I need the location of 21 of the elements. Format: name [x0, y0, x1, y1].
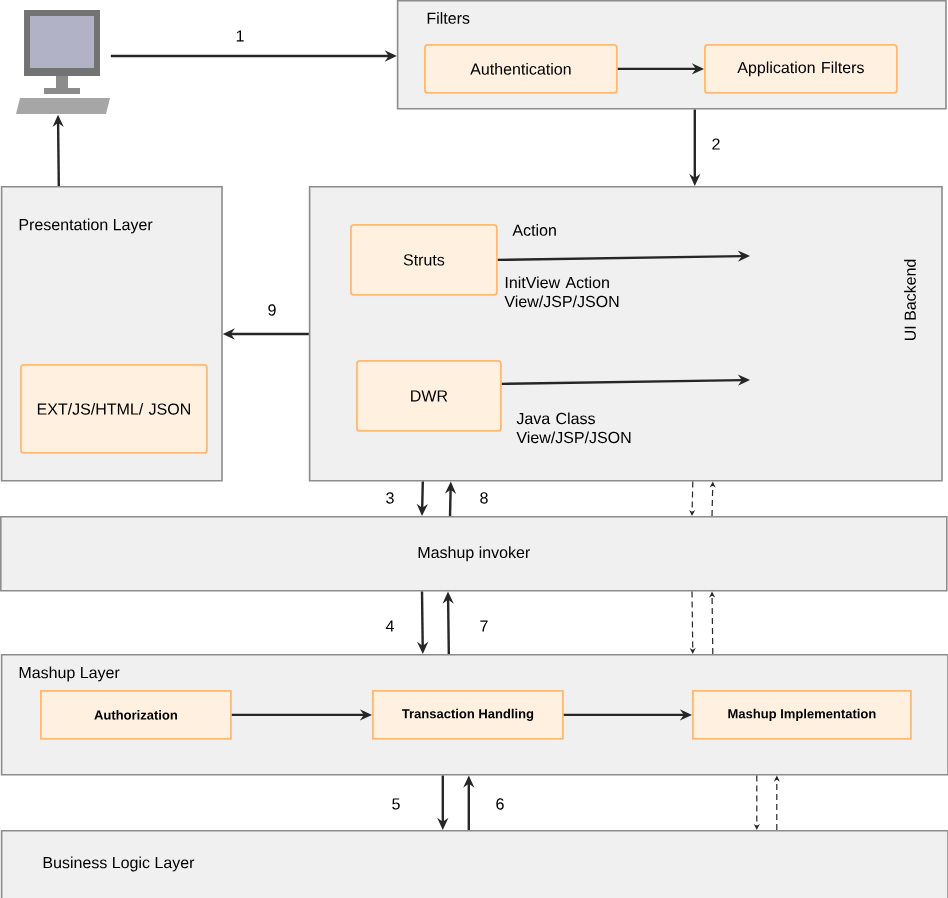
edge-label: 5 — [392, 798, 400, 810]
process-box: EXT/JS/HTML/ JSON — [20, 364, 208, 454]
edge-label: Action — [512, 224, 556, 236]
process-box: Authentication — [424, 44, 618, 94]
edge-label: 1 — [236, 30, 244, 42]
process-box: Struts — [350, 224, 498, 296]
annotation-text: InitView Action View/JSP/JSON — [504, 276, 619, 308]
edge-label: 4 — [385, 620, 394, 632]
computer-drawing — [16, 10, 110, 114]
process-box: DWR — [356, 360, 502, 432]
arrow — [689, 481, 696, 516]
edge-label: Java Class View/JSP/JSON — [516, 412, 631, 444]
edge-label: 6 — [496, 798, 504, 810]
layer-band: Mashup invoker — [0, 516, 948, 592]
edge-label: 2 — [712, 138, 720, 150]
layer-box: Business Logic Layer — [0, 830, 948, 898]
edge-label: 3 — [386, 492, 394, 504]
process-box: Application Filters — [704, 44, 898, 94]
edge-label: 7 — [480, 620, 488, 632]
edge-label: 8 — [480, 492, 488, 504]
edge-label: 9 — [268, 304, 276, 316]
